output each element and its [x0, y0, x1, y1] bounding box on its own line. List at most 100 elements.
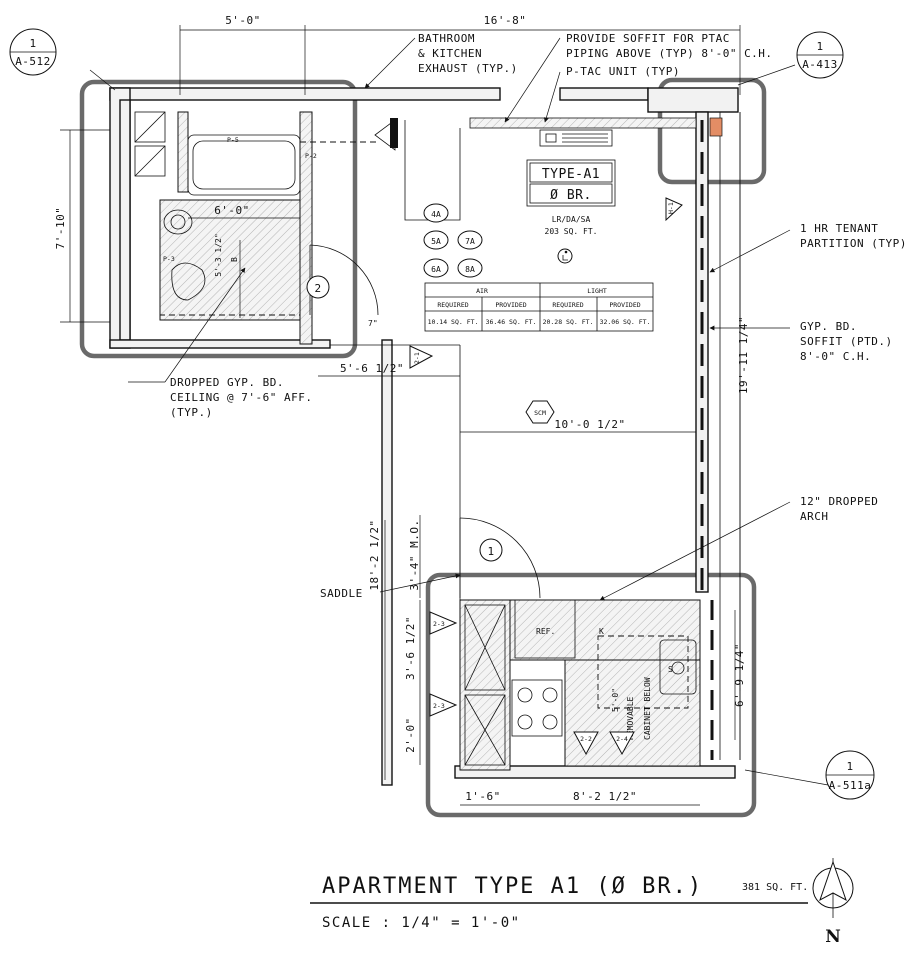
- appliance-tags: 4A 5A 7A 6A 8A: [423, 203, 483, 278]
- triangle-tag-21: 2-1: [409, 345, 434, 369]
- tag-4a: 4A: [431, 210, 441, 219]
- section-ref-a512-sheet: A-512: [15, 55, 51, 68]
- bathroom-callout-box: [79, 79, 358, 359]
- section-ref-a413-sheet: A-413: [802, 58, 838, 71]
- partition-note: 1 HR TENANT PARTITION (TYP): [800, 222, 907, 250]
- dim-room-height: 19'-11 1/4": [737, 316, 750, 394]
- dim-k-lower: 2'-0": [404, 717, 417, 753]
- section-ref-a413-num: 1: [816, 40, 823, 53]
- tag-p5: P-5: [227, 136, 239, 144]
- ceiling-note-line3: (TYP.): [170, 406, 213, 419]
- triangle-tag-22: 2-2: [573, 731, 599, 756]
- accessible-icon: [557, 248, 573, 264]
- soffit-note-line2: SOFFIT (PTD.): [800, 335, 893, 348]
- dim-sink: 6'-9 1/4": [733, 643, 746, 707]
- entry-door: [459, 517, 541, 599]
- dim-small-a: 7": [368, 319, 378, 328]
- dim-cabinet-depth: 5'-0": [611, 688, 620, 712]
- tri-22-label: 2-2: [580, 735, 592, 743]
- soffit-ptac-note-line2: PIPING ABOVE (TYP) 8'-0" C.H.: [566, 47, 773, 60]
- partition-note-line1: 1 HR TENANT: [800, 222, 878, 235]
- dim-bath-depth: 5'-3 1/2": [214, 233, 223, 276]
- triangle-tag-h1: H-1: [665, 197, 683, 222]
- dim-top-total: 16'-8": [484, 14, 527, 27]
- ceiling-note: DROPPED GYP. BD. CEILING @ 7'-6" AFF. (T…: [170, 376, 312, 419]
- removable-line1: REMOVABLE: [626, 696, 635, 740]
- tag-8a: 8A: [465, 265, 475, 274]
- partition-note-line2: PARTITION (TYP): [800, 237, 907, 250]
- tag-p2: P-2: [305, 152, 317, 160]
- tag-5a: 5A: [431, 237, 441, 246]
- table-group-light: LIGHT: [587, 287, 607, 295]
- dim-corridor: 5'-6 1/2": [340, 362, 404, 375]
- ceiling-note-line2: CEILING @ 7'-6" AFF.: [170, 391, 312, 404]
- removable-cabinet-note: REMOVABLE CABINET BELOW: [626, 677, 652, 740]
- unit-type: TYPE-A1: [542, 167, 600, 182]
- bathroom-fixtures: [134, 111, 461, 321]
- table-value-1: 10.14 SQ. FT.: [428, 318, 479, 326]
- exhaust-note-line2: & KITCHEN: [418, 47, 482, 60]
- triangle-tag-24: 2-4: [609, 731, 635, 756]
- arch-note-line1: 12" DROPPED: [800, 495, 878, 508]
- exhaust-note-line1: BATHROOM: [418, 32, 475, 45]
- tri-21-label: 2-1: [413, 352, 421, 364]
- ptac-unit-icon: [539, 129, 613, 147]
- table-header-3: REQUIRED: [552, 301, 583, 309]
- walls: [109, 87, 741, 786]
- door-tag-1: 1: [479, 538, 503, 562]
- dim-k-upper: 3'-6 1/2": [404, 616, 417, 680]
- triangle-tag-23a: 2-3: [429, 611, 458, 635]
- section-ref-a512-num: 1: [29, 37, 36, 50]
- section-ref-a512[interactable]: 1 A-512: [9, 28, 57, 76]
- table-value-4: 32.06 SQ. FT.: [600, 318, 651, 326]
- section-ref-a511a[interactable]: 1 A-511a: [825, 750, 875, 800]
- dim-left-height: 7'-10": [54, 207, 67, 250]
- table-header-4: PROVIDED: [609, 301, 640, 309]
- unit-label: TYPE-A1 Ø BR. LR/DA/SA 203 SQ. FT.: [526, 159, 616, 236]
- triangle-tag-23b: 2-3: [429, 693, 458, 717]
- dimension-lines: [60, 25, 741, 806]
- exhaust-vent-icon: [374, 118, 398, 151]
- north-label: N: [825, 927, 841, 947]
- door-tag-2-label: 2: [314, 282, 321, 295]
- dim-top-left: 5'-0": [225, 14, 261, 27]
- soffit-note-line3: 8'-0" C.H.: [800, 350, 871, 363]
- unit-bedrooms: Ø BR.: [550, 188, 592, 203]
- ptac-callout-box: [657, 77, 767, 185]
- dim-k-bottom-b: 8'-2 1/2": [573, 790, 637, 803]
- arch-note: 12" DROPPED ARCH: [800, 495, 878, 523]
- tag-k: K: [599, 627, 604, 636]
- north-arrow-icon: N: [812, 858, 854, 947]
- soffit-ptac-note: PROVIDE SOFFIT FOR PTAC PIPING ABOVE (TY…: [566, 32, 773, 60]
- drawing-area: 381 SQ. FT.: [742, 882, 808, 893]
- arch-note-line2: ARCH: [800, 510, 829, 523]
- section-ref-a413[interactable]: 1 A-413: [796, 31, 844, 79]
- ventilation-table: AIR LIGHT REQUIRED PROVIDED REQUIRED PRO…: [424, 282, 654, 332]
- section-ref-a511a-num: 1: [846, 760, 853, 773]
- drawing-scale: SCALE : 1/4" = 1'-0": [322, 915, 521, 931]
- tag-6a: 6A: [431, 265, 441, 274]
- dim-k-bottom-a: 1'-6": [465, 790, 501, 803]
- tri-23b-label: 2-3: [433, 702, 445, 710]
- leader-lines: [89, 37, 829, 786]
- ptac-pipe-icon: [709, 117, 723, 137]
- ref-label: REF.: [536, 627, 555, 636]
- soffit-note: GYP. BD. SOFFIT (PTD.) 8'-0" C.H.: [800, 320, 893, 363]
- tri-24-label: 2-4: [616, 735, 628, 743]
- dim-overall-height: 18'-2 1/2": [368, 519, 381, 590]
- drawing-title: APARTMENT TYPE A1 (Ø BR.): [322, 874, 703, 899]
- table-header-2: PROVIDED: [495, 301, 526, 309]
- scm-label: SCM: [534, 409, 546, 417]
- section-ref-a511a-sheet: A-511a: [829, 779, 872, 792]
- tag-s: S: [668, 665, 673, 674]
- dim-door-mo: 3'-4" M.O.: [408, 519, 421, 590]
- tri-h1-label: H-1: [667, 202, 675, 214]
- door-tag-2: 2: [306, 275, 330, 299]
- tri-23a-label: 2-3: [433, 620, 445, 628]
- exhaust-note: BATHROOM & KITCHEN EXHAUST (TYP.): [418, 32, 517, 75]
- removable-line2: CABINET BELOW: [643, 677, 652, 740]
- ceiling-note-line1: DROPPED GYP. BD.: [170, 376, 284, 389]
- soffit-note-line1: GYP. BD.: [800, 320, 857, 333]
- soffit-ptac-note-line1: PROVIDE SOFFIT FOR PTAC: [566, 32, 730, 45]
